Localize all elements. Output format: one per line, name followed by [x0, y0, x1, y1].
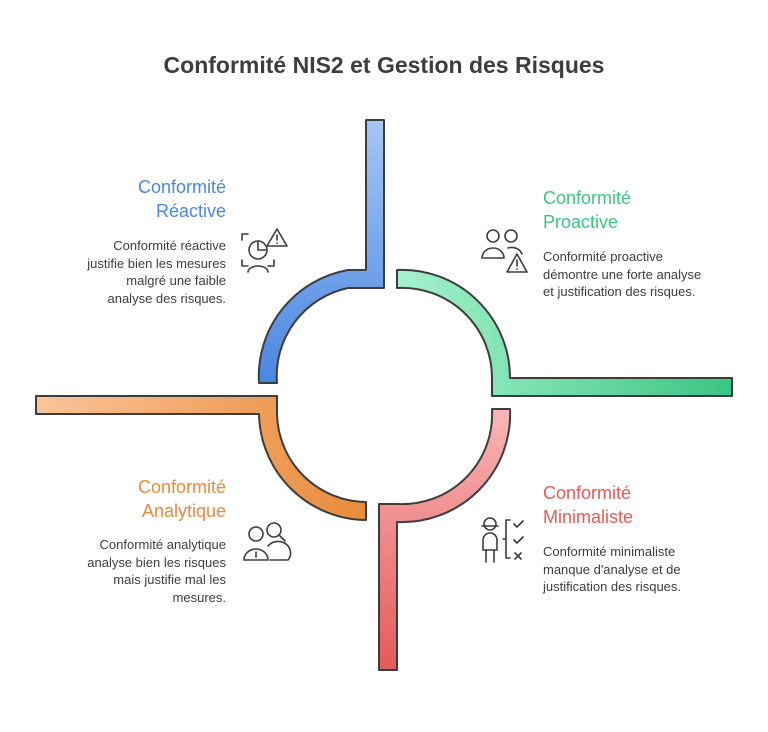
reactive-description: Conformité réactive justifie bien les me…: [87, 238, 226, 306]
analytic-arc-bar: [35, 395, 367, 521]
person-checklist-icon: [481, 517, 524, 563]
analytic-heading: Conformité Analytique: [137, 477, 226, 521]
people-search-icon: [243, 522, 292, 561]
proactive-heading: Conformité Proactive: [543, 188, 632, 232]
proactive-arc-bar: [396, 268, 733, 397]
minimalist-arc-bar: [378, 408, 512, 671]
minimalist-heading: Conformité Minimaliste: [543, 483, 634, 527]
page-title: Conformité NIS2 et Gestion des Risques: [163, 52, 605, 78]
proactive-description: Conformité proactive démontre une forte …: [543, 249, 702, 299]
reactive-heading: Conformité Réactive: [137, 177, 226, 221]
analytic-description: Conformité analytique analyse bien les r…: [87, 537, 226, 605]
reactive-arc-bar: [257, 119, 385, 384]
team-warning-icon: [481, 229, 528, 273]
risk-chart-warning-icon: [241, 228, 288, 273]
minimalist-description: Conformité minimaliste manque d'analyse …: [543, 544, 682, 594]
